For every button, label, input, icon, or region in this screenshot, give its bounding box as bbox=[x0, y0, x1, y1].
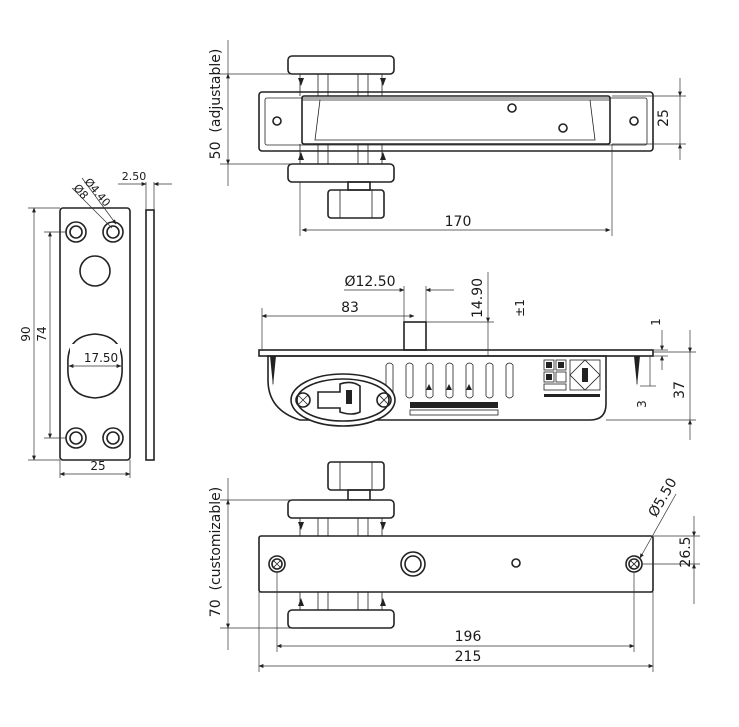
label-bottom-hole-dia: Ø5.50 bbox=[646, 475, 681, 520]
label-mid-tolerance: ±1 bbox=[513, 299, 527, 317]
dim-bottom: 70 (customizable) Ø5.50 26.5 196 215 bbox=[208, 475, 700, 672]
dim-top-height: 25 bbox=[612, 78, 686, 160]
label-bottom-customizable: 70 (customizable) bbox=[208, 487, 224, 617]
label-bottom-total-length: 215 bbox=[455, 649, 482, 665]
label-top-height: 25 bbox=[656, 109, 672, 127]
label-bottom-hole-offset: 26.5 bbox=[678, 536, 694, 567]
label-mid-plate-thickness: 1 bbox=[649, 318, 663, 326]
label-side-cam-width: 17.50 bbox=[84, 351, 118, 365]
dim-side: 90 74 17.50 25 2.50 Ø4.40 Ø8 bbox=[19, 170, 172, 478]
label-top-width: 170 bbox=[445, 214, 472, 230]
dim-adjustable: 50 (adjustable) bbox=[208, 40, 300, 186]
label-adjustable: 50 (adjustable) bbox=[208, 49, 224, 160]
label-bottom-hole-spacing: 196 bbox=[455, 629, 482, 645]
side-plate-view bbox=[59, 207, 155, 461]
top-view bbox=[258, 55, 654, 219]
bottom-view bbox=[258, 461, 654, 629]
label-mid-pin-offset: 83 bbox=[341, 300, 359, 316]
label-mid-right-small: 3 bbox=[635, 400, 649, 408]
label-side-thickness: 2.50 bbox=[122, 170, 147, 183]
lock-body-teeth bbox=[385, 362, 514, 399]
label-mid-height: 37 bbox=[672, 381, 688, 399]
label-mid-pin-dia: Ø12.50 bbox=[344, 274, 395, 290]
lock-logo bbox=[543, 359, 601, 397]
front-view bbox=[258, 321, 654, 427]
dim-top-width: 170 bbox=[299, 144, 613, 236]
label-side-width: 25 bbox=[90, 459, 105, 473]
label-side-total-height: 90 bbox=[19, 326, 33, 341]
label-mid-pin-height: 14.90 bbox=[470, 278, 486, 318]
label-side-hole-spacing: 74 bbox=[35, 326, 49, 341]
dim-front: 83 Ø12.50 14.90 ±1 1 3 37 bbox=[261, 272, 696, 440]
